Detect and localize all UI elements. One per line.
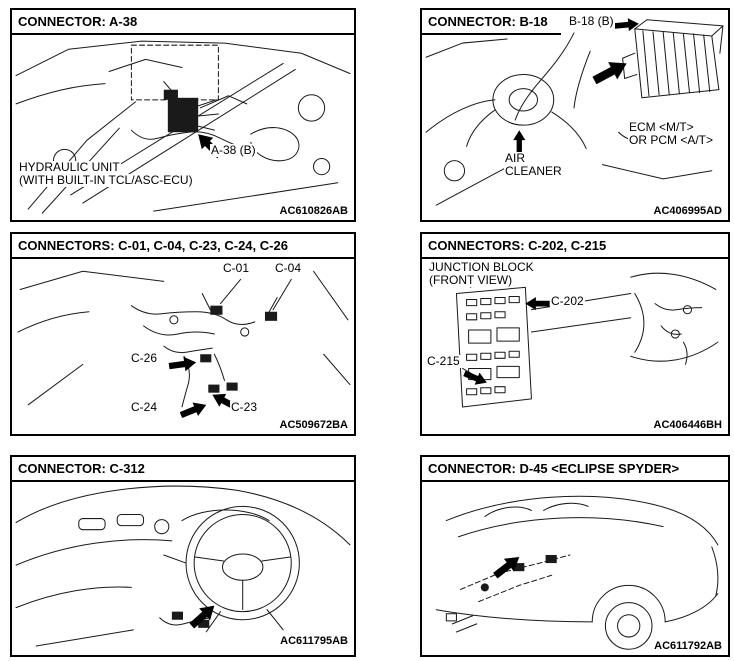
panel-title-c01-c26: CONNECTORS: C-01, C-04, C-23, C-24, C-26 [12,234,294,255]
b18-label-arrow [614,17,640,33]
callout-c24: C-24 [130,400,159,414]
header-rule [422,480,728,482]
b18-engine-bay-illustration [425,17,724,206]
figure-code-a38: AC610826AB [278,205,349,217]
callout-c01: C-01 [222,261,251,275]
header-rule [12,33,354,35]
panel-connector-c312: CONNECTOR: C-312 AC611795AB [10,455,356,657]
panel-title-b18: CONNECTOR: B-18 [422,10,554,31]
c26-pointer-arrow [168,355,198,374]
air-cleaner-pointer-arrow [513,130,526,153]
dash-harness-illustration [17,270,351,422]
panel-connector-d45: CONNECTOR: D-45 <ECLIPSE SPYDER> AC61179… [420,455,730,657]
a38-engine-bay-illustration [15,40,351,214]
car-body-lines [435,495,719,650]
panel-title-c202-c215: CONNECTORS: C-202, C-215 [422,234,613,255]
panel-connector-a38: CONNECTOR: A-38 A-38 (B) HYDRAULIC UNIT … [10,8,356,222]
panel-connector-b18: CONNECTOR: B-18 B-18 (B) ECM <M/T> OR PC… [420,8,730,222]
callout-c202: C-202 [550,294,585,308]
figure-code-d45: AC611792AB [653,640,723,652]
callout-hydraulic-unit: HYDRAULIC UNIT [18,160,121,174]
dashboard-steering-illustration [15,485,351,647]
c04-leader-line [272,278,292,311]
ecm-drawing [622,19,724,99]
dash-lines [17,270,351,408]
callout-b18-b: B-18 (B) [568,14,615,28]
figure-code-b18: AC406995AD [652,205,723,217]
dash-sketch [630,272,719,365]
callout-cleaner: CLEANER [504,164,563,178]
callout-junction-block: JUNCTION BLOCK [428,260,535,274]
panel-title-a38: CONNECTOR: A-38 [12,10,144,31]
callout-air: AIR [504,151,527,165]
junction-block-illustration [455,272,719,408]
callout-front-view: (FRONT VIEW) [428,273,514,287]
callout-c23: C-23 [230,400,259,414]
callout-c04: C-04 [274,261,303,275]
panel-title-d45: CONNECTOR: D-45 <ECLIPSE SPYDER> [422,457,686,478]
hydraulic-unit-drawing [163,89,219,133]
figure-code-c202-c215: AC406446BH [652,419,723,431]
figure-code-c01-c26: AC509672BA [278,419,349,431]
eclipse-spyder-rear-illustration [435,495,719,650]
callout-ecm-mt: ECM <M/T> [628,120,695,134]
rear-harness-drawing [445,554,571,633]
header-rule [12,480,354,482]
c202-pointer-arrow [525,297,550,311]
panel-connectors-c01-c26: CONNECTORS: C-01, C-04, C-23, C-24, C-26… [10,232,356,436]
c01-leader-line [219,278,242,305]
callout-a38-b: A-38 (B) [210,143,257,157]
header-rule [422,33,561,35]
callout-c215: C-215 [426,354,461,368]
panel-connectors-c202-c215: CONNECTORS: C-202, C-215 JUNCTION BLOCK … [420,232,730,436]
ecm-pointer-arrow [589,54,632,90]
header-rule [422,257,728,259]
dashboard-lines [15,485,351,647]
callout-pcm-at: OR PCM <A/T> [628,133,715,147]
figure-code-c312: AC611795AB [279,635,349,647]
header-rule [12,257,354,259]
connector-blobs [200,305,278,393]
callout-c26: C-26 [130,351,159,365]
junction-block-drawing [455,276,532,408]
panel-title-c312: CONNECTOR: C-312 [12,457,151,478]
callout-hydraulic-unit-note: (WITH BUILT-IN TCL/ASC-ECU) [18,173,194,187]
